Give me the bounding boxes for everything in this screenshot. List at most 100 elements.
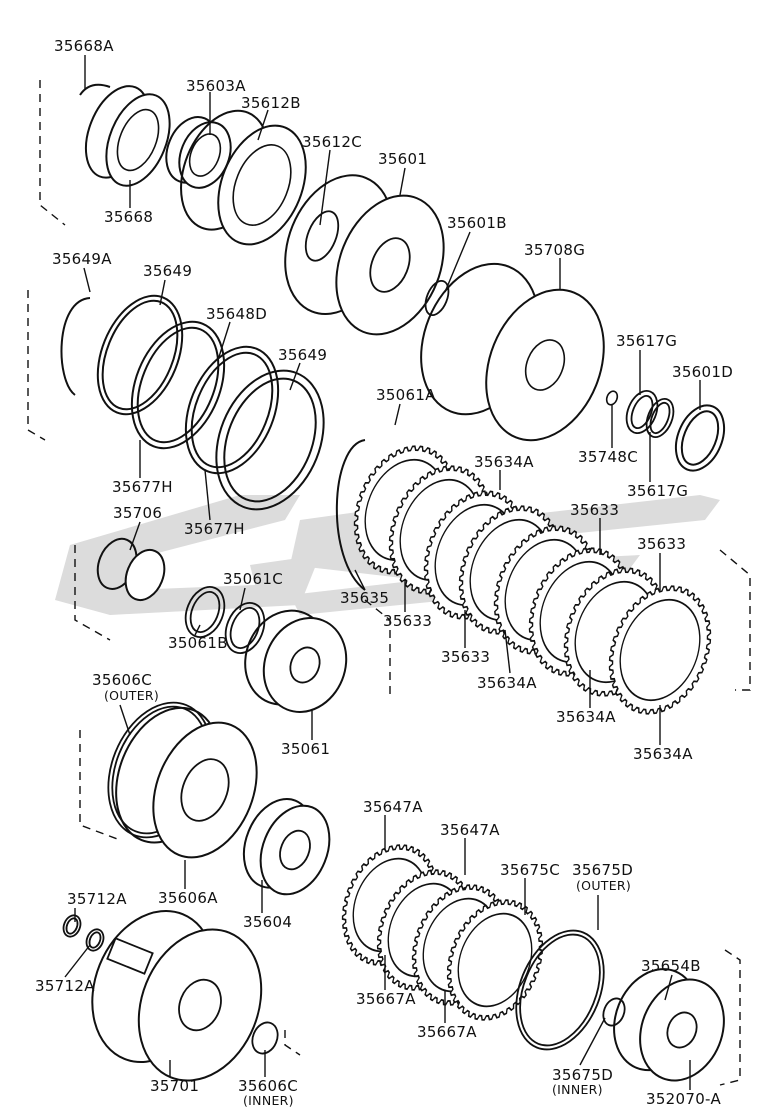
part-label: 35677H <box>184 520 245 538</box>
part-label: 35633 <box>570 501 620 519</box>
part-outline <box>88 931 102 949</box>
part-label: 35675D <box>552 1066 614 1084</box>
part-label: 35647A <box>363 798 423 816</box>
part-label: (INNER) <box>243 1093 294 1108</box>
part-outline <box>190 351 274 469</box>
part-label: 35748C <box>578 448 638 466</box>
part-label: 35061B <box>168 634 228 652</box>
part-label: 352070-A <box>646 1090 722 1108</box>
part-outline <box>188 133 222 177</box>
part-label: 35712A <box>35 977 95 995</box>
part-outline <box>224 602 266 654</box>
part-label: 35708G <box>524 241 586 259</box>
part-outline <box>304 210 340 262</box>
part-label: 35712A <box>67 890 127 908</box>
part-outline <box>674 404 726 472</box>
part-label: 35667A <box>356 990 416 1008</box>
leader-line <box>204 469 211 521</box>
part-outline <box>137 928 263 1082</box>
assembly-boundary <box>719 549 751 691</box>
part-outline <box>639 978 725 1082</box>
part-outline <box>625 390 659 434</box>
part-label: 35606A <box>158 889 218 907</box>
part-outline <box>251 1021 279 1055</box>
part-outline <box>62 914 82 938</box>
plate-edge <box>608 585 712 715</box>
assembly-boundary <box>79 730 121 841</box>
part-outline <box>184 345 280 475</box>
leader-line <box>354 569 366 591</box>
part-outline <box>259 804 331 896</box>
part-outline <box>369 237 411 293</box>
part-outline <box>178 978 222 1032</box>
part-outline <box>124 548 166 602</box>
part-label: 35677H <box>112 478 173 496</box>
part-outline <box>130 320 226 450</box>
leader-line <box>664 974 673 1001</box>
assembly-boundary <box>364 599 391 700</box>
plate-inner-edge <box>619 598 701 702</box>
part-label: 35667A <box>417 1023 477 1041</box>
leader-line <box>64 944 91 978</box>
part-label: 35061C <box>223 570 283 588</box>
part-label: (OUTER) <box>576 878 632 893</box>
part-outline <box>524 339 566 391</box>
part-outline <box>645 398 675 438</box>
part-outline <box>96 294 184 416</box>
leader-line <box>289 362 301 391</box>
part-label: 35633 <box>637 535 687 553</box>
part-outline <box>152 721 258 859</box>
part-label: 35601D <box>672 363 734 381</box>
part-outline <box>105 93 171 187</box>
leader-line <box>119 704 131 736</box>
part-outline <box>602 997 626 1027</box>
part-outline <box>605 390 619 406</box>
part-label: 35604 <box>243 913 293 931</box>
part-outline <box>262 617 348 713</box>
part-outline <box>519 933 601 1047</box>
part-label: 35701 <box>150 1077 200 1095</box>
part-label: 35612C <box>302 133 362 151</box>
part-outline <box>649 401 671 435</box>
assembly-boundary <box>39 80 66 226</box>
assembly-boundary <box>27 290 46 441</box>
part-outline <box>136 326 220 444</box>
part-label: 35649 <box>143 262 193 280</box>
part-label: 35606C <box>238 1077 298 1095</box>
leader-line <box>217 321 231 361</box>
part-outline <box>680 410 720 466</box>
part-label: 35668A <box>54 37 114 55</box>
part-label: 35647A <box>440 821 500 839</box>
clutch-plate <box>608 585 712 715</box>
part-label: 35635 <box>340 589 390 607</box>
leader-line <box>504 629 511 674</box>
snap-ring <box>335 439 366 591</box>
snap-ring <box>79 83 111 96</box>
part-label: 35648D <box>206 305 268 323</box>
assembly-boundary <box>284 1030 301 1056</box>
part-label: 35603A <box>186 77 246 95</box>
part-label: 35617G <box>616 332 678 350</box>
part-label: 35061A <box>376 386 436 404</box>
part-label: 35601B <box>447 214 507 232</box>
part-label: 35634A <box>477 674 537 692</box>
leader-line <box>129 521 141 551</box>
leader-lines <box>64 55 701 1090</box>
part-outline <box>217 124 307 246</box>
part-label: 35634A <box>474 453 534 471</box>
part-label: 35633 <box>383 612 433 630</box>
part-outline <box>101 299 179 411</box>
part-outline <box>180 758 230 822</box>
part-outline <box>335 194 445 336</box>
part-label: 35634A <box>633 745 693 763</box>
leader-line <box>394 403 401 426</box>
part-outline <box>630 394 654 430</box>
part-label: 35675D <box>572 861 634 879</box>
part-outline <box>515 929 605 1051</box>
part-outline <box>289 646 321 684</box>
part-label: 35612B <box>241 94 301 112</box>
leader-line <box>257 109 269 141</box>
plate-inner-edge <box>457 912 533 1008</box>
assembly-boundary <box>74 545 111 641</box>
